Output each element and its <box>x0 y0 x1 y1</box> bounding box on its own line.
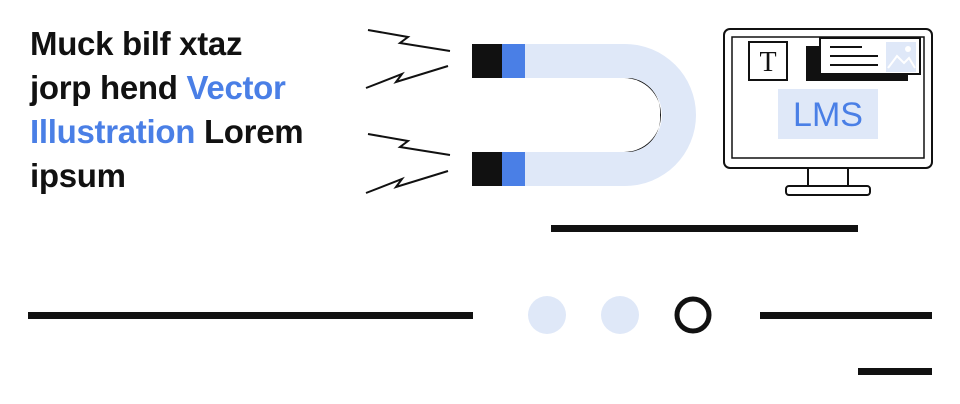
lightning-bolt-bottom-1 <box>367 133 451 156</box>
magnet-tip-top-blue <box>502 44 525 78</box>
carousel-dot-3-active[interactable] <box>674 296 712 334</box>
magnet-tip-top-black <box>472 44 502 78</box>
image-card <box>806 37 921 81</box>
magnet-icon <box>472 44 696 186</box>
divider-line-under-monitor <box>551 225 858 232</box>
headline: Muck bilf xtaz jorp hend Vector Illustra… <box>30 22 360 198</box>
headline-line-3-plain: Lorem <box>195 113 304 150</box>
divider-line-left <box>28 312 473 319</box>
lms-badge <box>778 89 878 139</box>
text-format-icon: T <box>748 41 788 81</box>
divider-line-bottom-right <box>858 368 932 375</box>
lightning-bolt-top-2 <box>365 65 449 89</box>
text-icon-glyph: T <box>759 47 776 78</box>
lightning-bolt-top-1 <box>367 29 451 52</box>
headline-line-3-accent: Illustration <box>30 113 196 150</box>
monitor-icon: T LMS <box>723 28 933 196</box>
magnet-tip-bottom-black <box>472 152 502 186</box>
carousel-dot-1[interactable] <box>528 296 566 334</box>
headline-line-2-plain: jorp hend <box>30 69 187 106</box>
monitor-base <box>785 185 871 196</box>
lms-label: LMS <box>793 96 863 134</box>
magnet-body <box>524 44 696 186</box>
magnet-tip-bottom-blue <box>502 152 525 186</box>
headline-line-2-accent: Vector <box>186 69 286 106</box>
headline-line-1: Muck bilf xtaz <box>30 25 243 62</box>
divider-line-right <box>760 312 932 319</box>
lightning-bolt-bottom-2 <box>365 170 449 194</box>
headline-line-4: ipsum <box>30 157 126 194</box>
carousel-dot-2[interactable] <box>601 296 639 334</box>
monitor-neck <box>807 167 849 187</box>
lightning-icon-group <box>365 29 451 194</box>
image-icon <box>886 42 916 72</box>
carousel-dots <box>528 296 712 334</box>
